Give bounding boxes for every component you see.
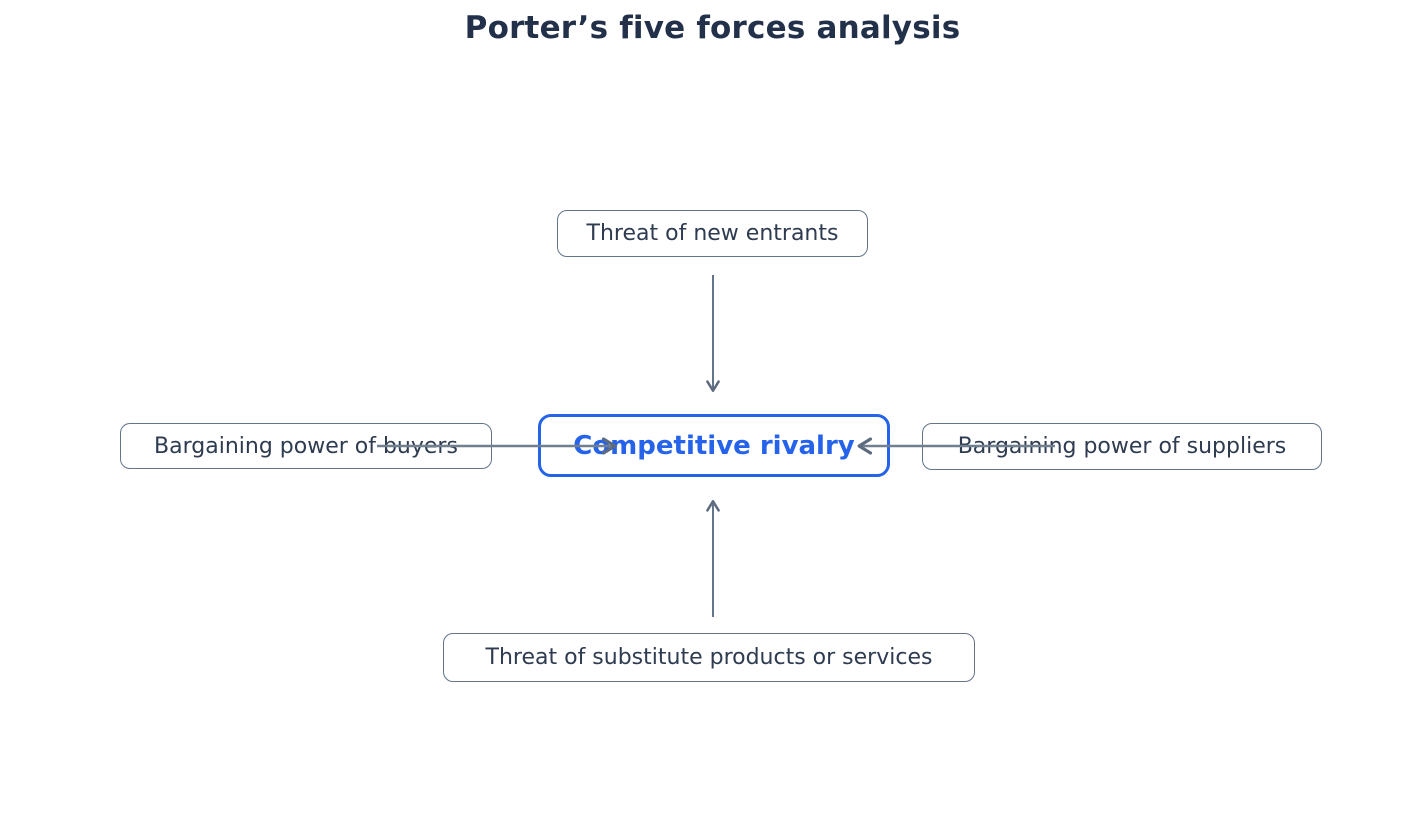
node-label: Bargaining power of buyers <box>154 433 458 459</box>
diagram-title: Porter’s five forces analysis <box>464 10 961 46</box>
node-threat-of-substitutes: Threat of substitute products or service… <box>443 633 975 682</box>
node-threat-of-new-entrants: Threat of new entrants <box>557 210 868 257</box>
node-label: Competitive rivalry <box>573 430 855 461</box>
node-label: Threat of substitute products or service… <box>485 645 933 670</box>
node-label: Bargaining power of suppliers <box>957 434 1287 459</box>
node-competitive-rivalry: Competitive rivalry <box>538 414 890 477</box>
node-bargaining-power-of-suppliers: Bargaining power of suppliers <box>922 423 1322 470</box>
node-label: Threat of new entrants <box>586 221 839 246</box>
node-bargaining-power-of-buyers: Bargaining power of buyers <box>120 423 492 469</box>
